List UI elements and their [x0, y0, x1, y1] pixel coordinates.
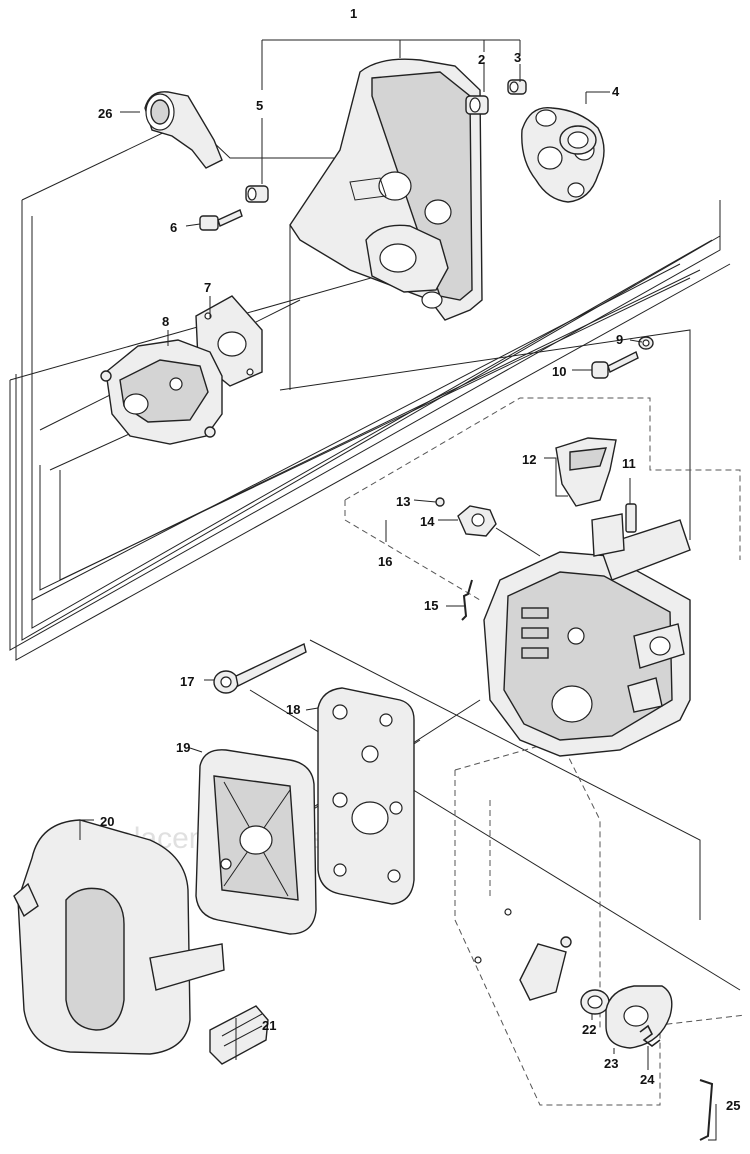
callout-5: 5	[256, 98, 263, 113]
part-15-rod	[461, 579, 473, 621]
callout-16: 16	[378, 554, 392, 569]
dashed-group-outlines	[344, 397, 746, 1106]
callout-20: 20	[100, 814, 114, 829]
part-20-filter-cover	[13, 819, 225, 1055]
part-22-washer	[580, 989, 610, 1015]
part-2-bushing	[465, 95, 489, 115]
callout-7: 7	[204, 280, 211, 295]
callout-11: 11	[622, 456, 636, 471]
part-11-clip	[625, 503, 637, 533]
callout-26: 26	[98, 106, 112, 121]
part-12-choke-lever	[555, 437, 617, 507]
part-6-screw	[199, 209, 243, 231]
part-25-rod	[699, 1079, 714, 1141]
callout-10: 10	[552, 364, 566, 379]
callout-6: 6	[170, 220, 177, 235]
callout-2: 2	[478, 52, 485, 67]
part-5-sleeve	[245, 185, 269, 203]
part-17-bolt	[213, 643, 307, 694]
part-23-choke-plate	[605, 985, 673, 1049]
callout-1: 1	[350, 6, 357, 21]
part-19-filter-frame	[195, 749, 317, 935]
callout-15: 15	[424, 598, 438, 613]
assembly-guide-lines	[9, 119, 741, 991]
part-21-latch	[209, 1005, 269, 1065]
part-8-carburetor	[100, 339, 223, 445]
part-1-carburetor-adapter	[289, 58, 483, 321]
part-9-washer	[638, 336, 654, 350]
callout-labels: 1 2 3 4 5 6 7 8 9 10 11 12 13 14 16 15 1…	[98, 6, 740, 1113]
callout-8: 8	[162, 314, 169, 329]
callout-21: 21	[262, 1018, 276, 1033]
part-14-knob	[457, 505, 541, 557]
part-16-filter-housing	[483, 513, 691, 757]
part-10-screw	[591, 351, 639, 379]
callout-23: 23	[604, 1056, 618, 1071]
part-3-grommet	[507, 79, 527, 95]
callout-12: 12	[522, 452, 536, 467]
callout-18: 18	[286, 702, 300, 717]
part-18-filter-foam	[317, 687, 415, 905]
callout-24: 24	[640, 1072, 655, 1087]
choke-shutter	[474, 908, 572, 1001]
part-24-spring	[639, 1024, 661, 1047]
callout-19: 19	[176, 740, 190, 755]
part-26-intake-elbow	[144, 91, 223, 169]
callout-14: 14	[420, 514, 435, 529]
callout-13: 13	[396, 494, 410, 509]
callout-22: 22	[582, 1022, 596, 1037]
part-4-gasket	[521, 106, 605, 203]
callout-9: 9	[616, 332, 623, 347]
callout-4: 4	[612, 84, 620, 99]
part-13-screw	[435, 497, 445, 507]
callout-25: 25	[726, 1098, 740, 1113]
callout-17: 17	[180, 674, 194, 689]
callout-3: 3	[514, 50, 521, 65]
leader-lines	[79, 39, 717, 1141]
